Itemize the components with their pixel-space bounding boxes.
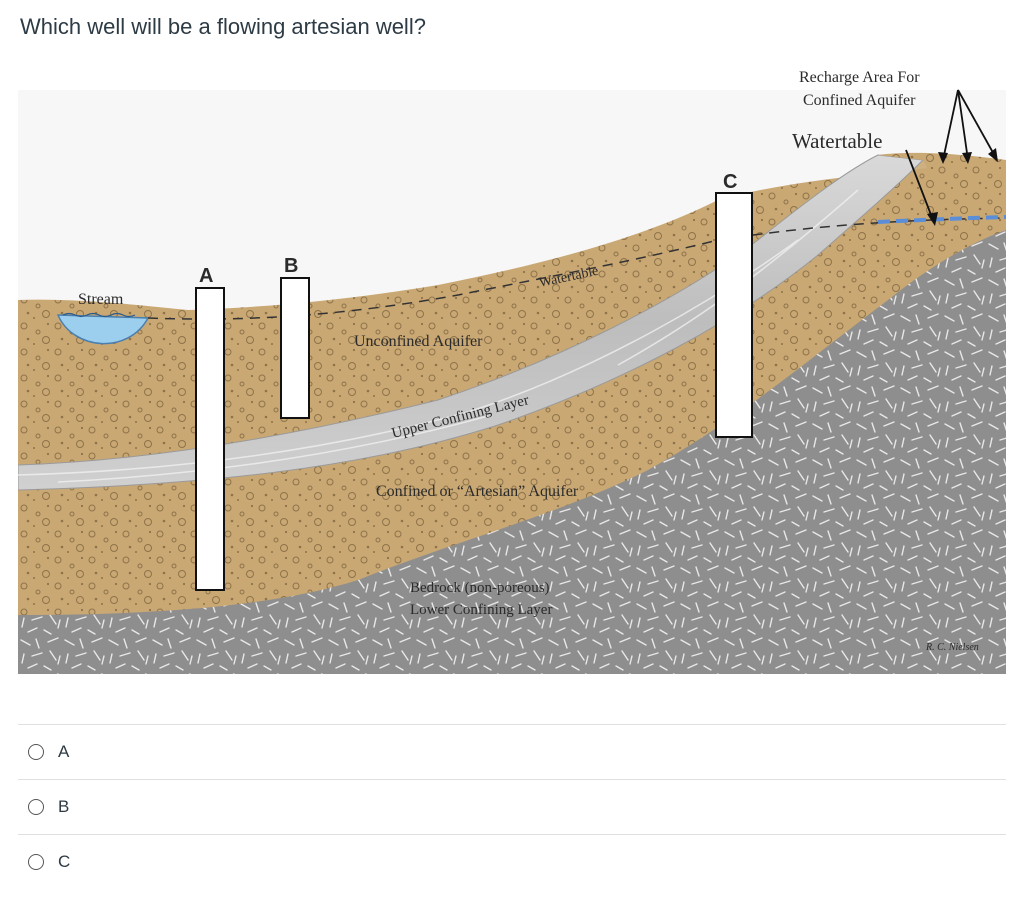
answer-option-a[interactable]: A [18, 724, 1006, 779]
well-b-label: B [284, 255, 298, 277]
unconfined-aquifer-label: Unconfined Aquifer [354, 333, 483, 350]
recharge-label-line2: Confined Aquifer [803, 92, 916, 109]
credit-label: R. C. Nielsen [925, 642, 979, 653]
answer-option-c[interactable]: C [18, 834, 1006, 889]
radio-button[interactable] [28, 744, 44, 760]
well-c [716, 193, 752, 437]
answer-label: C [58, 852, 70, 872]
bedrock-label: Bedrock (non-poreous) [410, 580, 550, 596]
well-a [196, 288, 224, 590]
answer-label: B [58, 797, 69, 817]
answer-option-b[interactable]: B [18, 779, 1006, 834]
recharge-label-line1: Recharge Area For [799, 69, 920, 86]
well-c-label: C [723, 171, 737, 193]
confined-aquifer-label: Confined or “Artesian” Aquifer [376, 483, 579, 500]
artesian-well-diagram: Stream A B C Watertable Watertable Recha… [18, 60, 1006, 674]
radio-button[interactable] [28, 854, 44, 870]
radio-button[interactable] [28, 799, 44, 815]
stream-label: Stream [78, 291, 124, 308]
answer-label: A [58, 742, 69, 762]
answer-list: A B C [18, 724, 1006, 889]
well-b [281, 278, 309, 418]
lower-confining-label: Lower Confining Layer [410, 602, 552, 618]
diagram-svg: Stream A B C Watertable Watertable Recha… [18, 60, 1006, 674]
question-text: Which well will be a flowing artesian we… [20, 14, 426, 40]
watertable-top-label: Watertable [792, 129, 882, 153]
well-a-label: A [199, 265, 213, 287]
